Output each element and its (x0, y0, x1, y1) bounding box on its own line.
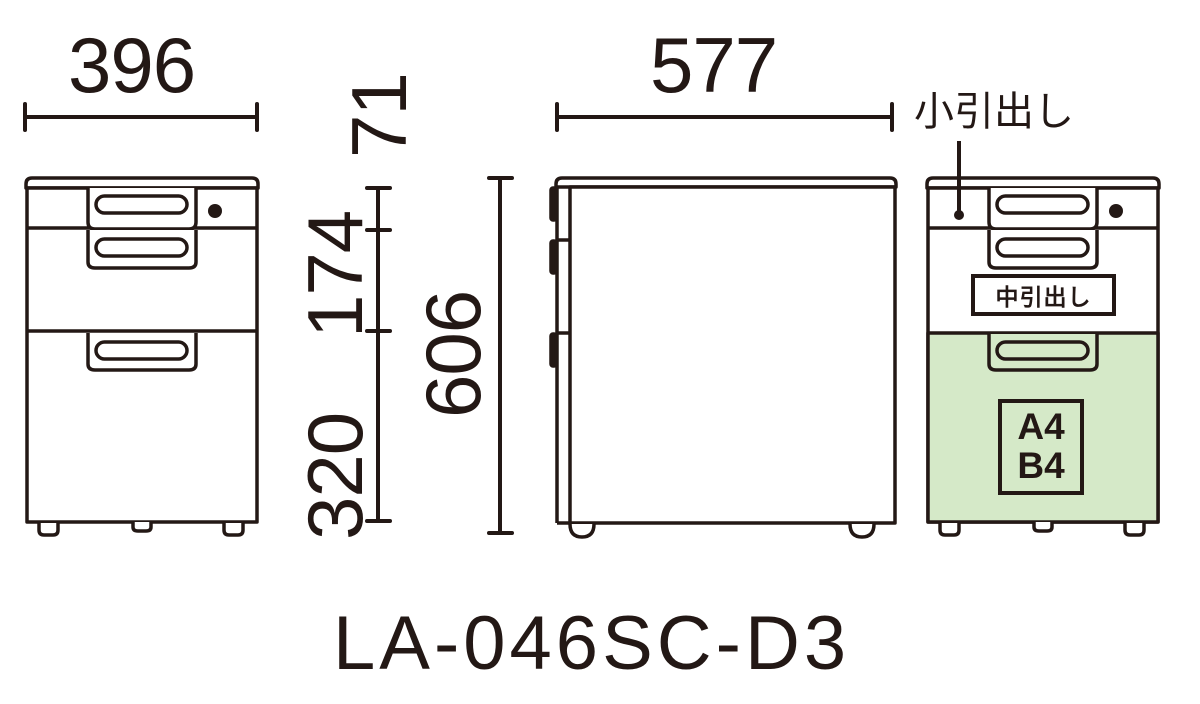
middle-drawer-label: 中引出し (971, 274, 1116, 316)
drawer-height-dimension-line (365, 186, 392, 523)
front-view (24, 176, 260, 537)
side-view (549, 176, 898, 539)
bottom-drawer-height-value: 320 (291, 412, 379, 540)
paper-size-b4: B4 (1017, 445, 1065, 486)
width-dimension-line (23, 102, 259, 132)
top-drawer-height-value: 71 (335, 73, 423, 158)
total-height-value: 606 (409, 290, 497, 418)
small-drawer-label: 小引出し (914, 89, 1074, 135)
width-value: 396 (68, 21, 196, 109)
lock-icon (1109, 204, 1123, 218)
middle-drawer-height-value: 174 (291, 210, 379, 338)
front-view-labeled (925, 141, 1161, 537)
lock-icon (208, 204, 222, 218)
paper-size-a4: A4 (1017, 406, 1065, 448)
depth-dimension-line (555, 102, 894, 132)
paper-size-badge: A4 B4 (998, 399, 1084, 495)
total-height-dimension-line (487, 176, 514, 535)
model-number: LA-046SC-D3 (333, 601, 851, 686)
depth-value: 577 (650, 21, 778, 109)
